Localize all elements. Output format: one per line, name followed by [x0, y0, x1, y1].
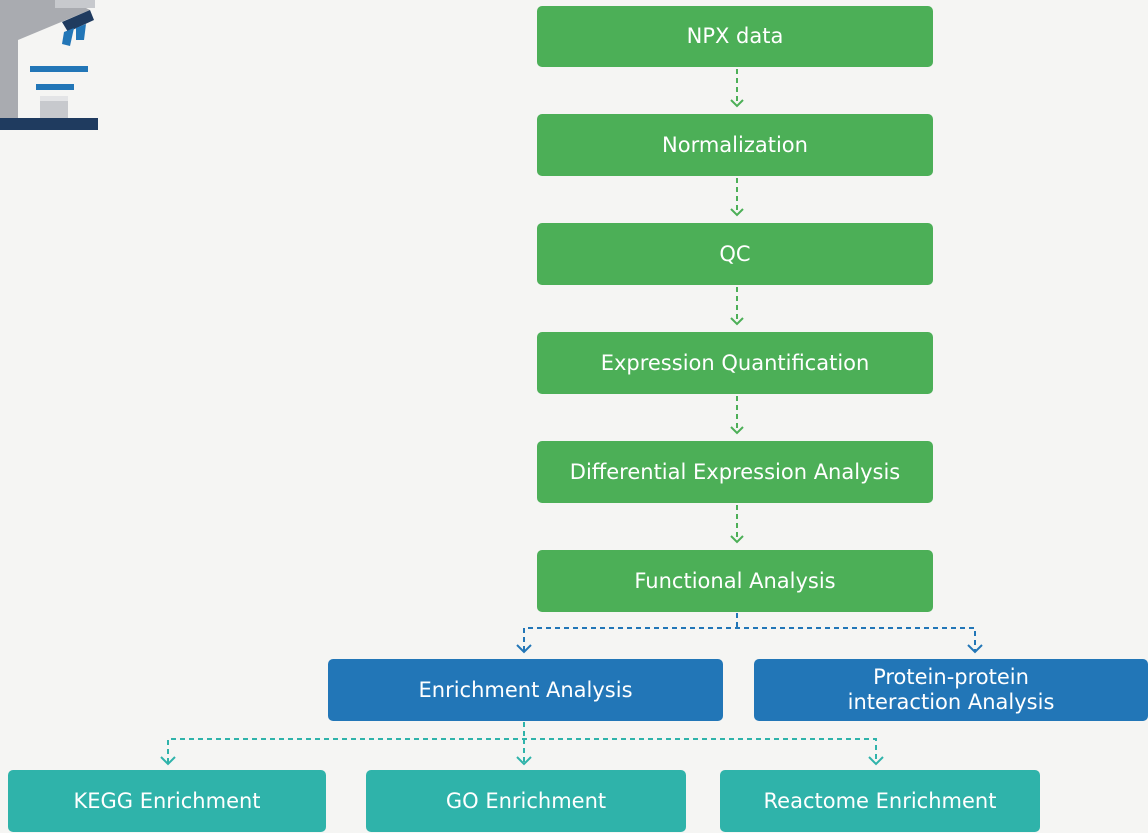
functional-analysis-box: Functional Analysis	[537, 550, 933, 612]
ppi-analysis-box: Protein-protein interaction Analysis	[754, 659, 1148, 721]
ppi-label-line1: Protein-protein	[873, 665, 1029, 689]
connector-functional-split	[523, 627, 976, 651]
kegg-enrichment-box: KEGG Enrichment	[8, 770, 326, 832]
normalization-box: Normalization	[537, 114, 933, 176]
differential-expression-box: Differential Expression Analysis	[537, 441, 933, 503]
go-enrichment-label: GO Enrichment	[445, 788, 607, 813]
reactome-enrichment-box: Reactome Enrichment	[720, 770, 1040, 832]
expression-quantification-box: Expression Quantification	[537, 332, 933, 394]
reactome-enrichment-label: Reactome Enrichment	[763, 788, 997, 813]
connector-enrichment-split	[167, 738, 877, 763]
arrowhead	[516, 644, 532, 654]
qc-label: QC	[719, 241, 751, 266]
arrowhead	[730, 208, 744, 217]
microscope-icon	[0, 0, 98, 130]
arrowhead	[730, 426, 744, 435]
arrowhead	[730, 535, 744, 544]
enrichment-analysis-box: Enrichment Analysis	[328, 659, 723, 721]
normalization-label: Normalization	[662, 132, 808, 157]
npx-data-box: NPX data	[537, 6, 933, 67]
qc-box: QC	[537, 223, 933, 285]
functional-analysis-label: Functional Analysis	[634, 568, 836, 593]
npx-data-label: NPX data	[686, 24, 784, 48]
arrowhead	[160, 756, 176, 766]
differential-expression-label: Differential Expression Analysis	[569, 459, 901, 484]
go-enrichment-box: GO Enrichment	[366, 770, 686, 832]
expression-quantification-label: Expression Quantification	[600, 350, 870, 375]
enrichment-analysis-label: Enrichment Analysis	[418, 677, 633, 702]
arrowhead	[730, 317, 744, 326]
arrowhead	[868, 756, 884, 766]
kegg-enrichment-label: KEGG Enrichment	[73, 788, 261, 813]
arrowhead	[516, 756, 532, 766]
ppi-label-line2: interaction Analysis	[847, 690, 1055, 714]
arrowhead	[967, 644, 983, 654]
arrowhead	[730, 99, 744, 108]
